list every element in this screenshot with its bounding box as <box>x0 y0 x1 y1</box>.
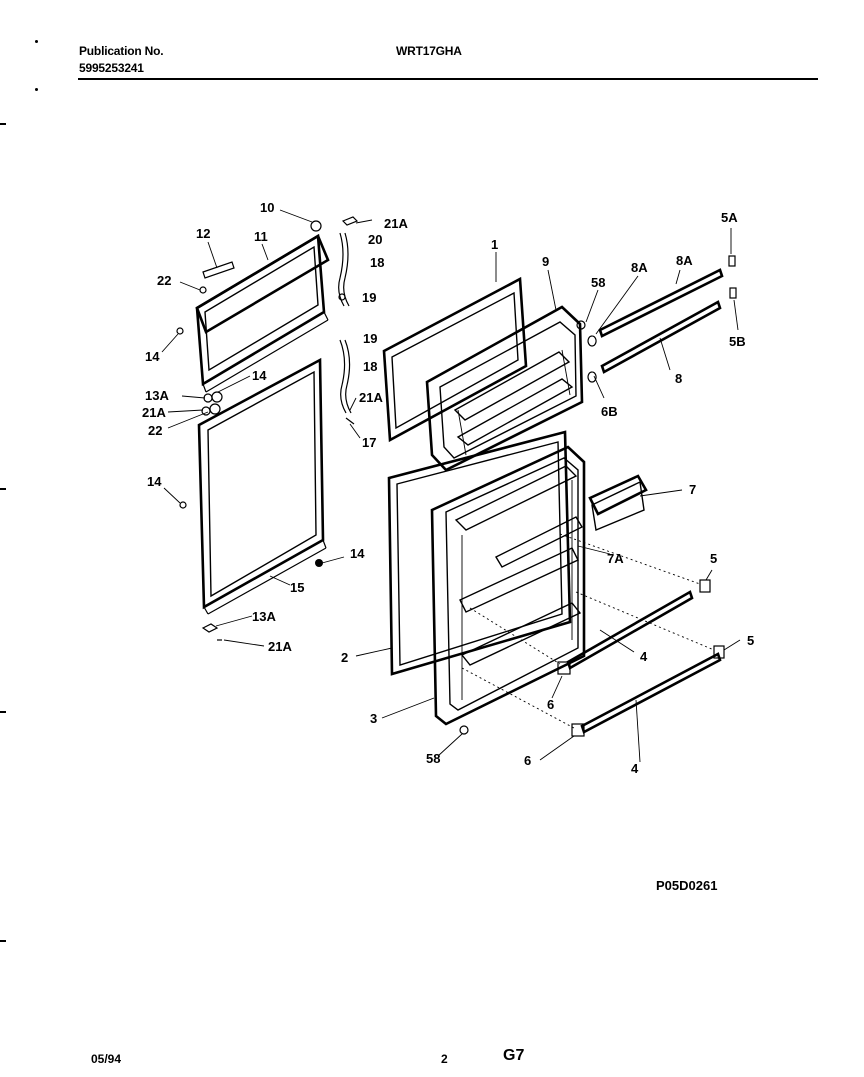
callout: 5 <box>747 633 754 648</box>
callout: 22 <box>157 273 171 288</box>
callout: 4 <box>640 649 648 664</box>
edge-mark <box>0 711 6 713</box>
model-number: WRT17GHA <box>396 44 462 58</box>
edge-mark <box>0 488 6 490</box>
publication-label: Publication No. <box>79 44 164 58</box>
alignment-lines <box>461 533 715 729</box>
callout: 5A <box>721 210 738 225</box>
fresh-food-door-panel <box>197 357 327 615</box>
callout: 18 <box>370 255 384 270</box>
door-stop-rods <box>338 216 359 425</box>
callout: 12 <box>196 226 210 241</box>
callout: 14 <box>147 474 162 489</box>
freezer-gasket <box>382 276 528 443</box>
callout: 18 <box>363 359 377 374</box>
callout: 14 <box>350 546 365 561</box>
callout: 1 <box>491 237 498 252</box>
callout: 17 <box>362 435 376 450</box>
callout-labels: 10 12 11 21A 20 22 18 19 14 13A 14 21A 2… <box>142 200 754 776</box>
hinge-hardware <box>176 220 323 641</box>
callout: 6B <box>601 404 618 419</box>
callout: 19 <box>363 331 377 346</box>
callout: 15 <box>290 580 304 595</box>
callout: 8A <box>631 260 648 275</box>
callout: 14 <box>145 349 160 364</box>
drawing-code: P05D0261 <box>656 878 717 893</box>
callout: 13A <box>145 388 169 403</box>
callout: 8 <box>675 371 682 386</box>
callout: 13A <box>252 609 276 624</box>
publication-number: 5995253241 <box>79 61 144 75</box>
callout: 6 <box>524 753 531 768</box>
callout: 22 <box>148 423 162 438</box>
section-code: G7 <box>503 1047 525 1064</box>
callout: 19 <box>362 290 376 305</box>
callout: 21A <box>384 216 408 231</box>
callout: 8A <box>676 253 693 268</box>
scan-mark <box>35 88 38 91</box>
freezer-door-liner <box>425 305 584 472</box>
callout: 4 <box>631 761 639 776</box>
callout: 21A <box>359 390 383 405</box>
callout: 58 <box>591 275 605 290</box>
leader-lines <box>161 209 741 763</box>
shelf-bars-lower <box>459 579 725 737</box>
callout: 5 <box>710 551 717 566</box>
scan-mark <box>35 40 38 43</box>
callout: 58 <box>426 751 440 766</box>
fresh-food-gasket <box>387 430 572 676</box>
callout: 6 <box>547 697 554 712</box>
freezer-door-panel <box>195 233 330 393</box>
callout: 20 <box>368 232 382 247</box>
page-number: 2 <box>441 1052 448 1066</box>
fresh-food-door-liner <box>430 445 586 726</box>
callout: 21A <box>142 405 166 420</box>
edge-mark <box>0 123 6 125</box>
callout: 10 <box>260 200 274 215</box>
shelf-bars-upper <box>576 255 737 383</box>
callout: 14 <box>252 368 267 383</box>
header-rule <box>78 78 818 80</box>
callout: 7A <box>607 551 624 566</box>
callout: 11 <box>254 229 268 244</box>
callout: 7 <box>689 482 696 497</box>
callout: 3 <box>370 711 377 726</box>
edge-mark <box>0 940 6 942</box>
revision-date: 05/94 <box>91 1052 122 1066</box>
callout: 2 <box>341 650 348 665</box>
dairy-bin <box>588 474 648 531</box>
handle-trim <box>202 261 235 279</box>
callout: 9 <box>542 254 549 269</box>
callout: 5B <box>729 334 746 349</box>
callout: 21A <box>268 639 292 654</box>
